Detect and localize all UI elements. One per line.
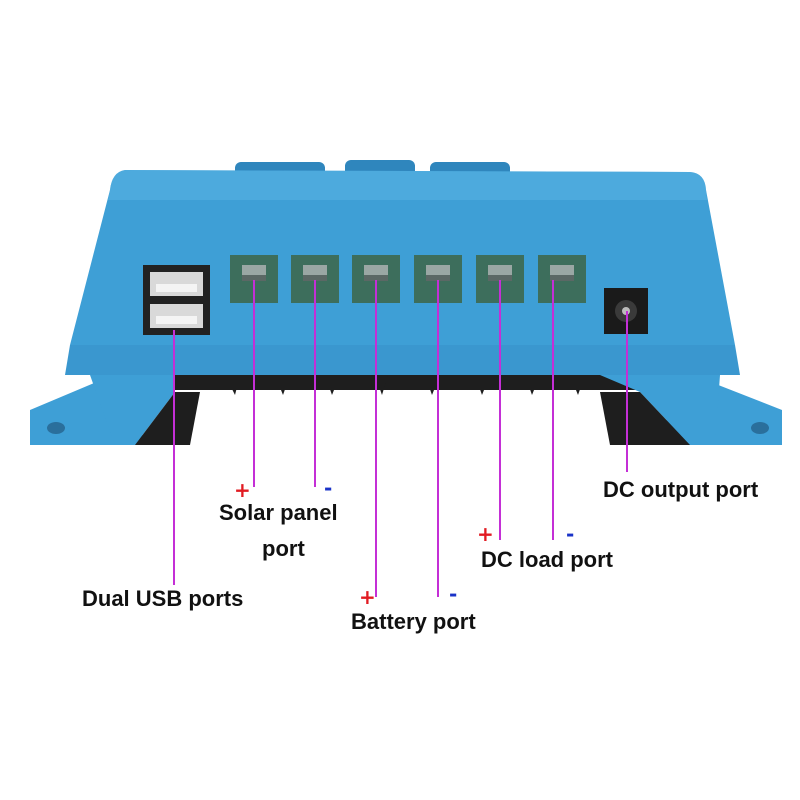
upper-body-highlight [108, 170, 707, 200]
label-dc-load-port: DC load port [481, 547, 613, 572]
screw-terminal-icon [538, 255, 586, 303]
dcload-plus-sign: + [477, 522, 494, 546]
screw-terminals [230, 255, 586, 303]
usb-tongue-top [156, 284, 197, 292]
lower-lip [65, 345, 740, 375]
leader-lines [173, 280, 628, 597]
label-solar-panel-line2: port [262, 536, 305, 561]
heatsink-fin [475, 375, 490, 395]
heatsink-fin [375, 375, 388, 395]
heatsink-fin [225, 375, 240, 395]
heatsink-fin [135, 392, 200, 445]
usb-port-icon [143, 265, 210, 335]
heatsink-fin [325, 375, 340, 395]
battery-minus-sign: - [449, 582, 458, 606]
heatsink-fin [570, 375, 585, 395]
solar-minus-sign: - [324, 476, 333, 500]
mount-hole-right [751, 422, 769, 434]
label-battery-port: Battery port [351, 609, 476, 634]
usb-tongue-bottom [156, 316, 197, 324]
heatsink-fin [525, 375, 540, 395]
heatsink-fin [275, 375, 290, 395]
solar-plus-sign: + [234, 478, 251, 502]
dcload-minus-sign: - [566, 522, 575, 546]
skirt-left [90, 375, 175, 445]
battery-plus-sign: + [359, 585, 376, 609]
label-dc-output-port: DC output port [603, 477, 759, 502]
heatsink-fins [135, 375, 690, 445]
skirt-right [600, 375, 720, 445]
label-solar-panel-line1: Solar panel [219, 500, 338, 525]
label-dual-usb-ports: Dual USB ports [82, 586, 244, 611]
screw-terminal-icon [291, 255, 339, 303]
heatsink-fin [425, 375, 440, 395]
mount-hole-left [47, 422, 65, 434]
heatsink-fin [600, 392, 690, 445]
